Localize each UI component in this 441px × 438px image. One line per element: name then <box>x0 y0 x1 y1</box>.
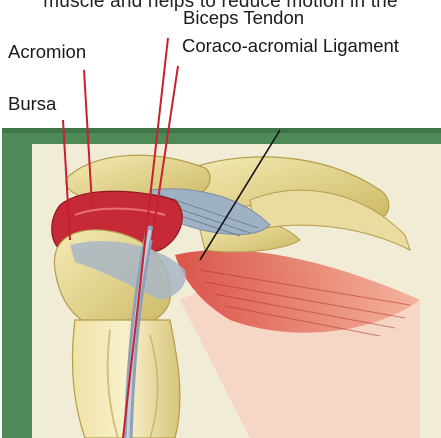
coraco-acromial-ligament-label: Coraco-acromial Ligament <box>182 35 399 57</box>
biceps-tendon-label: Biceps Tendon <box>183 7 304 29</box>
bursa-label: Bursa <box>8 93 56 115</box>
acromion-label: Acromion <box>8 41 86 63</box>
